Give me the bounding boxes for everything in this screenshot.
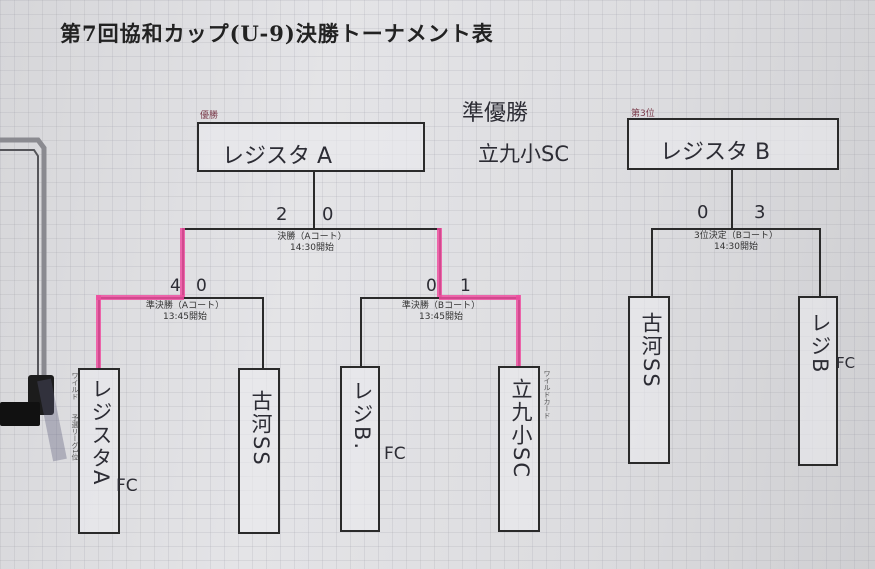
final-score-left: 2 (276, 204, 288, 225)
page-title: 第7回協和カップ(U-9)決勝トーナメント表 (60, 21, 494, 46)
team-1-suffix: FC (116, 476, 138, 496)
final-name: 決勝（Aコート） (277, 232, 347, 242)
team-box-2 (238, 368, 280, 534)
runner-up-team: 立九小SC (478, 142, 569, 166)
champion-team: レジスタ A (222, 144, 333, 169)
third-match-name: 3位決定（Bコート） (694, 231, 778, 241)
team-1-note-b: 予選リーグ1位 (71, 414, 79, 461)
semi-a-time: 13:45開始 (163, 312, 207, 322)
final-time: 14:30開始 (290, 243, 334, 253)
champion-box (197, 122, 425, 172)
team-6-name: レジB (808, 312, 832, 375)
team-4-name: 立九小SC (509, 378, 533, 479)
team-box-6 (798, 296, 838, 466)
semi-a-name: 準決勝（Aコート） (145, 301, 225, 311)
team-4-note: ワイルドカード (543, 370, 551, 419)
third-label: 第3位 (631, 109, 655, 119)
runner-up-label: 準優勝 (462, 101, 529, 126)
team-3-suffix: FC (384, 444, 406, 464)
team-1-note-a: ワイルド (71, 372, 79, 400)
semi-b-time: 13:45開始 (419, 312, 463, 322)
semi-b-name: 準決勝（Bコート） (401, 301, 481, 311)
binder-clip-icon (0, 137, 67, 462)
semi-a-score-left: 4 (170, 276, 181, 296)
semi-b-score-right: 1 (460, 276, 471, 296)
team-3-name: レジB. (350, 380, 374, 452)
team-1-name: レジスタA (89, 378, 113, 487)
third-score-right: 3 (754, 202, 766, 223)
team-6-suffix: FC (836, 354, 856, 372)
team-box-1 (78, 368, 120, 534)
champion-label: 優勝 (200, 111, 219, 121)
final-score-right: 0 (322, 204, 334, 225)
team-box-4 (498, 366, 540, 532)
semi-b-score-left: 0 (426, 276, 437, 296)
third-team: レジスタ B (660, 140, 771, 165)
semi-a-score-right: 0 (196, 276, 207, 296)
team-box-3 (340, 366, 380, 532)
third-box (627, 118, 839, 170)
team-2-name: 古河SS (249, 390, 273, 467)
third-match-time: 14:30開始 (714, 242, 758, 252)
team-box-5 (628, 296, 670, 464)
third-score-left: 0 (697, 202, 709, 223)
team-5-name: 古河SS (639, 312, 663, 389)
